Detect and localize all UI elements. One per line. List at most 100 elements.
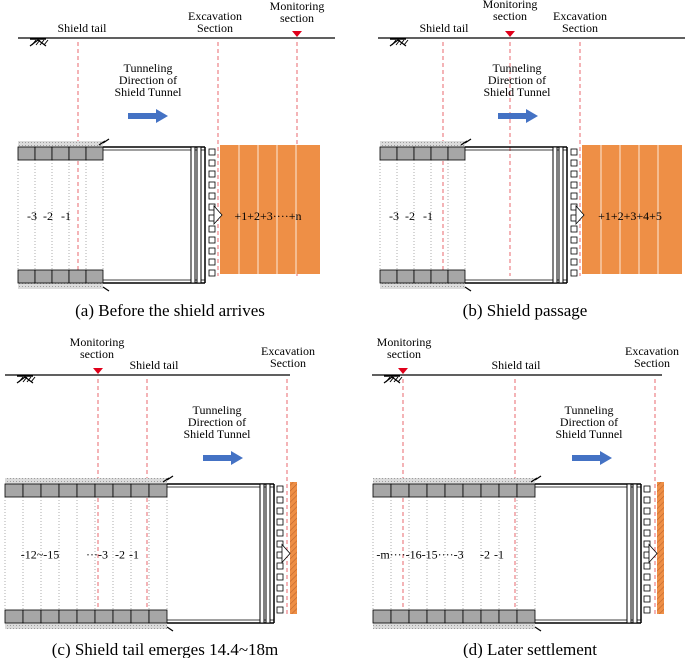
ring-label: -m····-16-15····-3 xyxy=(376,548,463,562)
lining-segment xyxy=(462,609,482,624)
monitoring-section-label: Monitoring xyxy=(270,0,325,13)
cutter-tooth xyxy=(643,595,651,603)
shield-tail-label: Shield tail xyxy=(130,358,180,372)
cutter-tooth xyxy=(570,225,578,233)
lining-segment xyxy=(498,609,518,624)
monitoring-section-label: Monitoring xyxy=(377,335,432,349)
cutter-tooth xyxy=(276,540,284,548)
cutter-tooth xyxy=(570,148,578,156)
shield-bulkhead xyxy=(259,483,265,624)
cutter-tooth xyxy=(570,258,578,266)
tunneling-direction-label: Direction of xyxy=(560,415,618,429)
lining-segment xyxy=(516,483,536,498)
lining-segment xyxy=(413,269,432,284)
tunneling-direction-label: Tunneling xyxy=(193,403,242,417)
grout-layer xyxy=(5,478,167,484)
monitoring-section-label: section xyxy=(493,9,527,23)
lining-segment xyxy=(462,483,482,498)
tunneling-direction-label: Shield Tunnel xyxy=(114,85,182,99)
lining-segment xyxy=(430,146,449,161)
lining-segment xyxy=(379,146,398,161)
ring-label: -2 xyxy=(405,209,415,223)
monitoring-section-label: section xyxy=(387,347,421,361)
shield-tail-seal xyxy=(98,140,106,146)
lining-segment xyxy=(4,483,24,498)
cutter-nose xyxy=(213,204,223,226)
lining-segment xyxy=(148,483,168,498)
tunneling-direction-label: Tunneling xyxy=(565,403,614,417)
lining-segment xyxy=(94,483,114,498)
panel-d: Shield tailExcavationSectionMonitoringse… xyxy=(372,335,679,658)
ring-label: -2 xyxy=(43,209,53,223)
panel-caption: (d) Later settlement xyxy=(463,640,597,658)
lining-segment xyxy=(4,609,24,624)
cutter-tooth xyxy=(643,496,651,504)
lining-segment xyxy=(408,609,428,624)
grout-layer xyxy=(380,141,465,147)
ring-label: -1 xyxy=(129,548,139,562)
lining-segment xyxy=(40,483,60,498)
excavation-soil xyxy=(582,145,682,274)
tunneling-direction-label: Direction of xyxy=(488,73,546,87)
ring-label: -2 xyxy=(115,548,125,562)
lining-segment xyxy=(112,483,132,498)
monitoring-section-label: section xyxy=(280,11,314,25)
shield-tail-seal xyxy=(464,286,472,292)
blue-right-arrow-icon xyxy=(203,451,243,465)
ring-label: -3 xyxy=(27,209,37,223)
lining-segment xyxy=(68,269,87,284)
lining-segment xyxy=(390,609,410,624)
cutter-tooth xyxy=(276,529,284,537)
lining-segment xyxy=(480,609,500,624)
cutter-tooth xyxy=(643,529,651,537)
lining-segment xyxy=(22,483,42,498)
cutter-tooth xyxy=(643,573,651,581)
tunneling-direction-label: Direction of xyxy=(119,73,177,87)
lining-segment xyxy=(130,483,150,498)
cutter-tooth xyxy=(570,170,578,178)
excavation-section-label: Excavation xyxy=(261,344,315,358)
grout-layer xyxy=(18,283,103,289)
panel-caption: (c) Shield tail emerges 14.4~18m xyxy=(52,640,279,658)
lining-segment xyxy=(130,609,150,624)
shield-tail-seal xyxy=(534,626,542,632)
cutter-tooth xyxy=(208,148,216,156)
tunneling-direction-label: Shield Tunnel xyxy=(183,427,251,441)
excavation-section-label: Excavation xyxy=(553,9,607,23)
cutter-tooth xyxy=(570,159,578,167)
shield-tail-seal xyxy=(162,477,170,483)
panel-a: Shield tailExcavationSectionMonitoringse… xyxy=(17,0,335,320)
ring-label: -3 xyxy=(389,209,399,223)
lining-segment xyxy=(58,609,78,624)
grout-layer xyxy=(373,623,535,629)
lining-segment xyxy=(372,609,392,624)
cutter-tooth xyxy=(208,236,216,244)
cutter-tooth xyxy=(276,507,284,515)
panel-caption: (a) Before the shield arrives xyxy=(75,301,265,320)
cutter-nose xyxy=(281,543,291,564)
cutter-tooth xyxy=(643,606,651,614)
lining-segment xyxy=(17,146,36,161)
cutter-tooth xyxy=(208,269,216,277)
monitoring-section-label: section xyxy=(80,347,114,361)
cutter-tooth xyxy=(570,269,578,277)
tunneling-direction-label: Direction of xyxy=(188,415,246,429)
lining-segment xyxy=(396,269,415,284)
ring-label: -2 xyxy=(480,548,490,562)
shield-tail-label: Shield tail xyxy=(420,21,470,35)
lining-segment xyxy=(51,269,70,284)
shield-bulkhead xyxy=(632,483,638,624)
blue-right-arrow-icon xyxy=(498,109,538,123)
lining-segment xyxy=(430,269,449,284)
ring-label: -1 xyxy=(423,209,433,223)
cutter-tooth xyxy=(643,518,651,526)
cutter-tooth xyxy=(570,192,578,200)
lining-segment xyxy=(76,609,96,624)
lining-segment xyxy=(34,146,53,161)
cutter-tooth xyxy=(276,496,284,504)
shield-tail-seal xyxy=(530,477,538,483)
cutter-tooth xyxy=(208,181,216,189)
cutter-tooth xyxy=(570,236,578,244)
ground-hatch-icon xyxy=(16,375,36,384)
shield-bulkhead xyxy=(558,146,564,284)
